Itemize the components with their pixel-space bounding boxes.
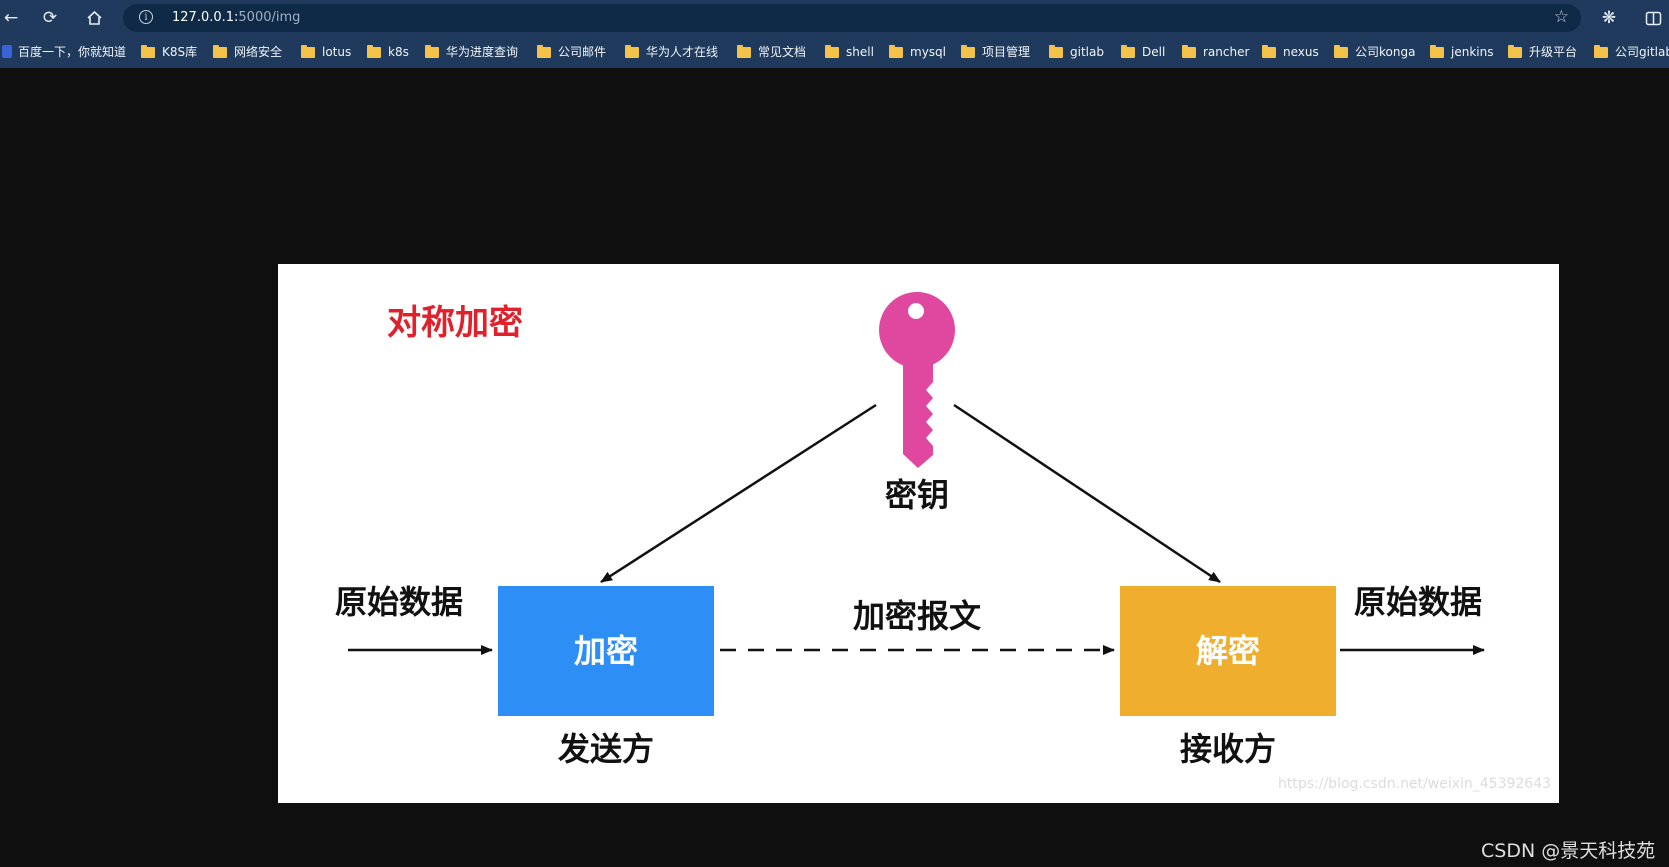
home-icon[interactable] (83, 7, 105, 29)
folder-icon (301, 45, 315, 58)
bookmark-item[interactable]: 升级平台 (1508, 44, 1577, 60)
diagram-canvas: 对称加密 密钥 原始数据 加密 加密报文 解密 原始数据 发送方 接收方 (335, 292, 1485, 768)
folder-icon (425, 45, 439, 58)
csdn-credit: CSDN @景天科技苑 (1481, 840, 1656, 862)
folder-icon (1430, 45, 1444, 58)
input-data-label: 原始数据 (335, 583, 463, 621)
bookmark-item[interactable]: K8S库 (141, 44, 197, 60)
reload-icon[interactable]: ⟳ (42, 8, 58, 28)
bookmark-item[interactable]: k8s (367, 44, 409, 60)
folder-icon (625, 45, 639, 58)
baidu-icon (2, 45, 12, 58)
diagram-title: 对称加密 (387, 303, 523, 343)
receiver-label: 接收方 (1180, 730, 1276, 768)
bookmark-item[interactable]: mysql (889, 44, 946, 60)
back-icon[interactable]: ← (3, 8, 19, 28)
address-bar[interactable]: i 127.0.0.1:5000/img ☆ (123, 4, 1581, 32)
symmetric-encryption-figure: 对称加密 密钥 原始数据 加密 加密报文 解密 原始数据 发送方 接收方 htt… (278, 264, 1559, 803)
folder-icon (1121, 45, 1135, 58)
bookmark-item[interactable]: shell (825, 44, 874, 60)
bookmark-item[interactable]: 华为人才在线 (625, 44, 718, 60)
bookmark-item[interactable]: Dell (1121, 44, 1165, 60)
folder-icon (1508, 45, 1522, 58)
folder-icon (367, 45, 381, 58)
bookmark-item[interactable]: 项目管理 (961, 44, 1030, 60)
key-to-encrypt-arrow (600, 403, 877, 584)
ciphertext-label: 加密报文 (853, 597, 981, 635)
url-text[interactable]: 127.0.0.1:5000/img (172, 10, 301, 25)
bookmark-item[interactable]: 常见文档 (737, 44, 806, 60)
encrypt-label: 加密 (574, 632, 638, 670)
folder-icon (737, 45, 751, 58)
folder-icon (1262, 45, 1276, 58)
folder-icon (1594, 45, 1608, 58)
folder-icon (213, 45, 227, 58)
bookmark-item[interactable]: nexus (1262, 44, 1319, 60)
bookmark-item[interactable]: lotus (301, 44, 351, 60)
bookmark-item[interactable]: 网络安全 (213, 44, 282, 60)
folder-icon (1049, 45, 1063, 58)
folder-icon (1182, 45, 1196, 58)
bookmark-item[interactable]: gitlab (1049, 44, 1104, 60)
sender-label: 发送方 (558, 730, 654, 768)
bookmark-item[interactable]: 百度一下，你就知道 (2, 44, 126, 60)
site-info-icon[interactable]: i (139, 10, 153, 24)
extensions-icon[interactable]: ❋ (1601, 8, 1617, 28)
key-icon (879, 292, 955, 468)
folder-icon (825, 45, 839, 58)
decrypt-box (1120, 586, 1336, 716)
bookmark-star-icon[interactable]: ☆ (1553, 7, 1569, 27)
bookmark-item[interactable]: 公司gitlab (1594, 44, 1669, 60)
decrypt-label: 解密 (1196, 632, 1260, 670)
split-view-icon[interactable] (1642, 7, 1664, 29)
key-label: 密钥 (885, 476, 949, 514)
bookmark-item[interactable]: 华为进度查询 (425, 44, 518, 60)
bookmark-item[interactable]: jenkins (1430, 44, 1493, 60)
folder-icon (141, 45, 155, 58)
bookmark-item[interactable]: rancher (1182, 44, 1249, 60)
folder-icon (537, 45, 551, 58)
bookmarks-bar: 百度一下，你就知道 K8S库 网络安全 lotus k8s 华为进度查询 公司邮… (0, 36, 1669, 68)
browser-toolbar: ← ⟳ i 127.0.0.1:5000/img ☆ ❋ (0, 0, 1669, 36)
watermark-url: https://blog.csdn.net/weixin_45392643 (1278, 776, 1552, 792)
folder-icon (1334, 45, 1348, 58)
folder-icon (961, 45, 975, 58)
folder-icon (889, 45, 903, 58)
output-data-label: 原始数据 (1354, 583, 1482, 621)
key-to-decrypt-arrow (953, 403, 1221, 584)
bookmark-item[interactable]: 公司konga (1334, 44, 1415, 60)
bookmark-item[interactable]: 公司邮件 (537, 44, 606, 60)
encrypt-box (498, 586, 714, 716)
